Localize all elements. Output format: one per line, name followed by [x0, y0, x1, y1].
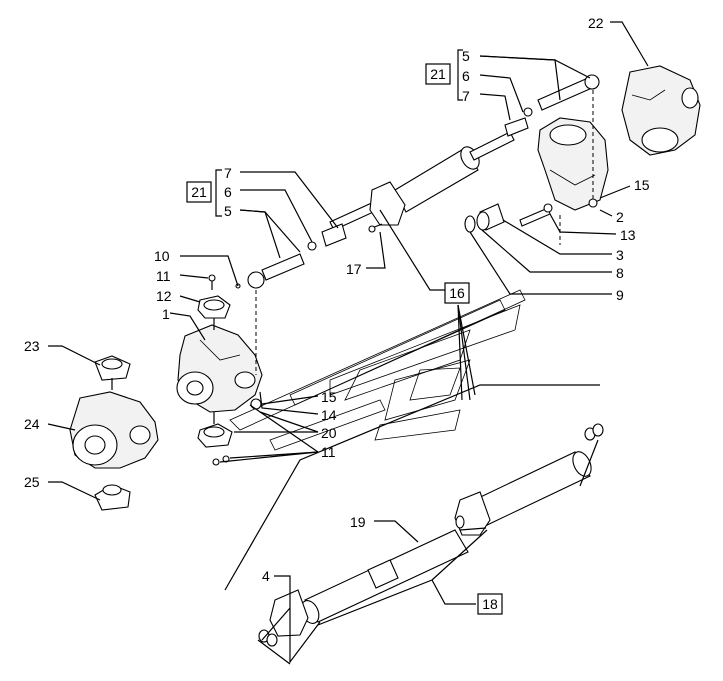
callout-16: 16 — [449, 285, 465, 301]
callout-20: 20 — [321, 425, 337, 441]
knuckle-22 — [621, 65, 701, 156]
callout-4: 4 — [262, 568, 270, 584]
knuckle-24-assembly — [69, 355, 159, 511]
callout-19: 19 — [350, 514, 366, 530]
callout-7-top: 7 — [462, 88, 470, 104]
callout-6-top: 6 — [462, 68, 470, 84]
leader-lines — [47, 21, 649, 665]
box-label-16: 16 — [444, 282, 470, 304]
box-label-21-left: 21 — [186, 181, 212, 203]
callout-6-left: 6 — [224, 184, 232, 200]
callout-12: 12 — [156, 288, 172, 304]
callout-15-right: 15 — [634, 177, 650, 193]
callout-1: 1 — [162, 306, 170, 322]
callout-14: 14 — [321, 407, 337, 423]
callout-5-left: 5 — [224, 203, 232, 219]
callout-7-left: 7 — [224, 165, 232, 181]
callout-11-bottom: 11 — [321, 444, 336, 460]
steering-cylinder-upper — [247, 74, 600, 289]
callout-21-top: 21 — [430, 66, 446, 82]
callout-25: 25 — [24, 474, 40, 490]
callout-24: 24 — [24, 416, 40, 432]
bushing-and-seal — [464, 203, 505, 233]
callout-17: 17 — [346, 261, 362, 277]
callout-18: 18 — [482, 596, 498, 612]
callout-23: 23 — [24, 338, 40, 354]
callout-9: 9 — [616, 287, 624, 303]
box-label-21-top: 21 — [425, 63, 451, 85]
callout-8: 8 — [616, 265, 624, 281]
steering-cylinder-lower — [258, 423, 604, 647]
callout-numbers: 5 6 7 7 6 5 22 15 2 13 3 8 9 17 10 11 12… — [24, 15, 650, 584]
callout-10: 10 — [154, 248, 170, 264]
callout-2: 2 — [616, 209, 624, 225]
callout-22: 22 — [588, 15, 604, 31]
callout-5-top: 5 — [462, 48, 470, 64]
callout-15-left: 15 — [321, 389, 337, 405]
callout-11-top: 11 — [156, 268, 171, 284]
box-label-18: 18 — [477, 593, 503, 615]
axle-housing-outline — [224, 289, 600, 591]
callout-3: 3 — [616, 247, 624, 263]
callout-21-left: 21 — [191, 184, 207, 200]
callout-13: 13 — [620, 227, 636, 243]
pivot-pins — [197, 274, 262, 466]
right-knuckle — [519, 90, 609, 245]
left-knuckle-1 — [176, 290, 263, 413]
